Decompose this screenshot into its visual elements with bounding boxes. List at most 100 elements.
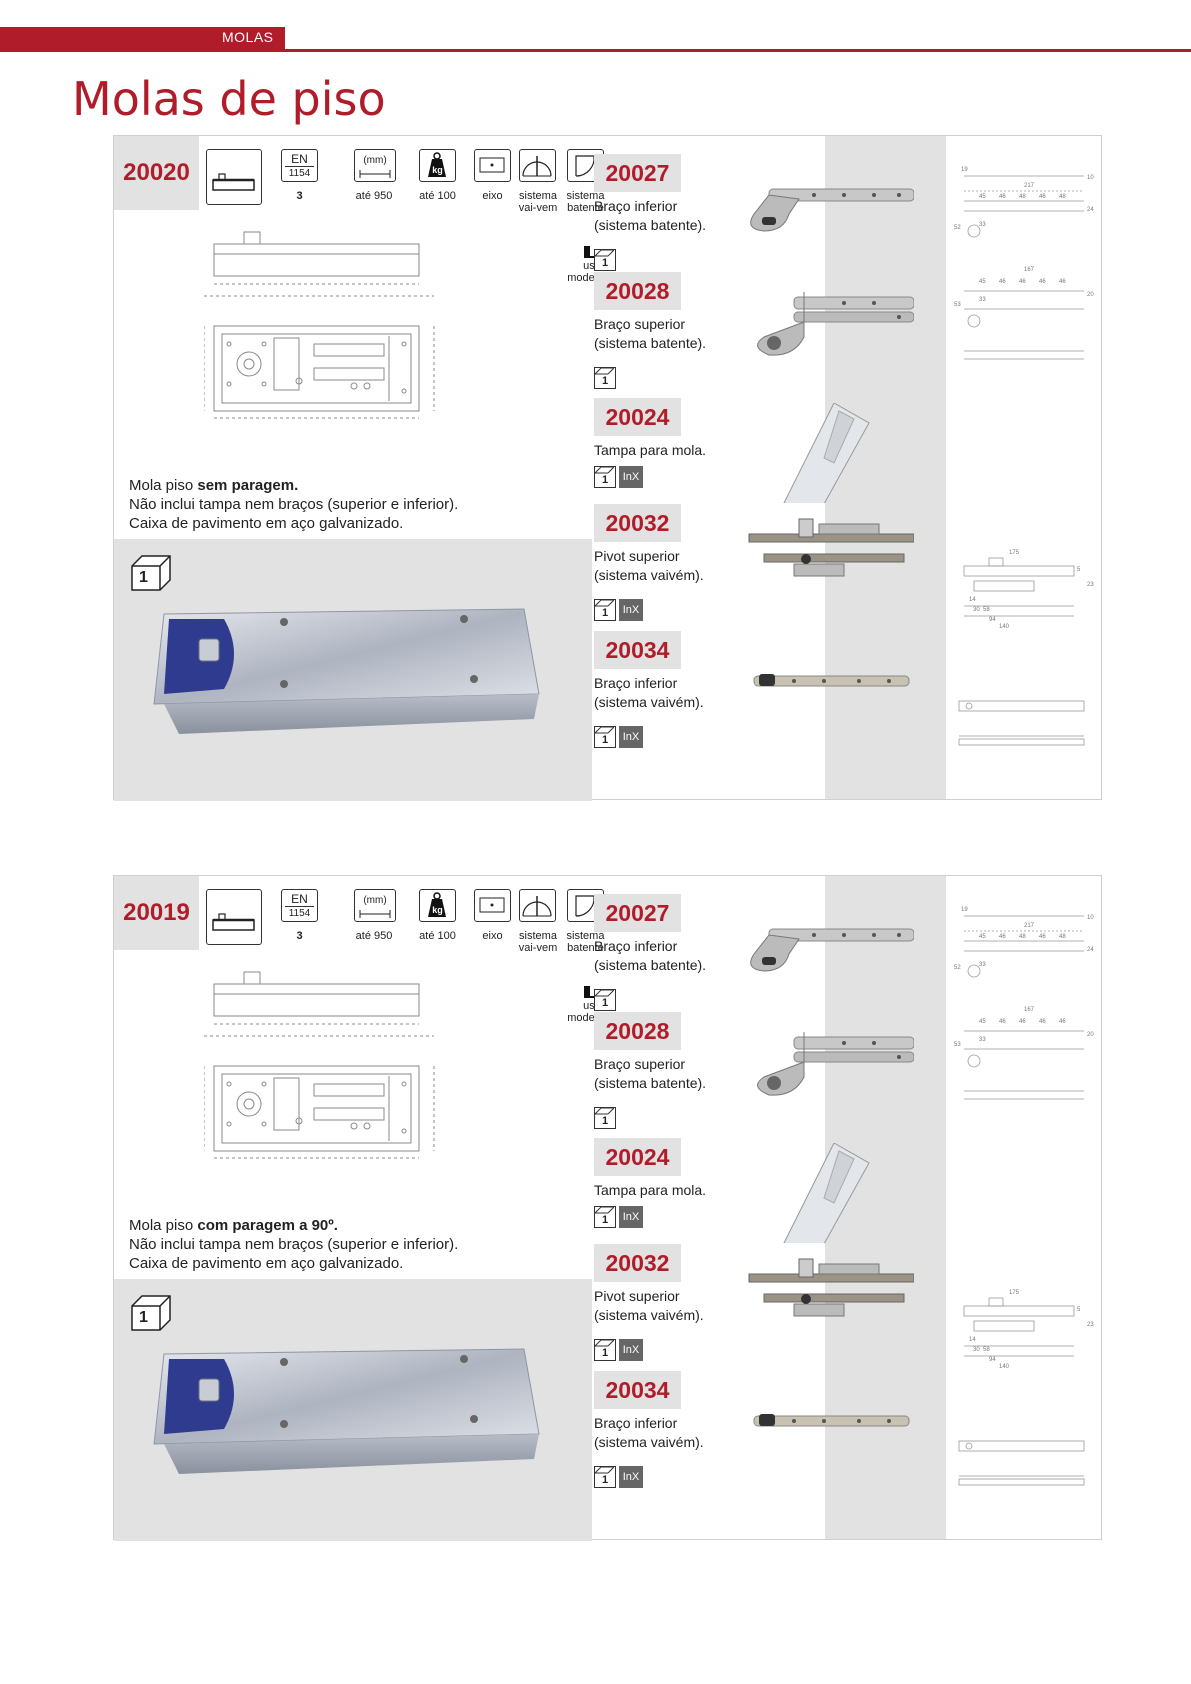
accessory-description: Braço inferior (sistema batente). <box>594 937 744 975</box>
dim-45: 45 <box>979 934 986 940</box>
dim-140: 140 <box>999 1364 1010 1370</box>
dim-140: 140 <box>999 624 1010 630</box>
en-standard-icon: EN 1154 <box>281 889 318 922</box>
package-qty-value: 1 <box>601 734 609 746</box>
package-qty-value: 1 <box>601 997 609 1009</box>
dim-175: 175 <box>1009 1290 1020 1296</box>
dim-46c: 46 <box>999 1019 1006 1025</box>
accessory-code: 20024 <box>594 1138 681 1176</box>
dim-48b: 48 <box>1059 934 1066 940</box>
weight-icon: kg <box>419 149 456 182</box>
dim-5: 5 <box>1077 567 1081 573</box>
tech-drawing-arm-upper: 167 45 46 46 46 46 53 33 20 <box>954 1007 1094 1100</box>
accessory-item: 20032 Pivot superior (sistema vaivém). 1… <box>594 504 914 634</box>
mm-label: (mm) <box>363 155 387 166</box>
package-qty-value: 1 <box>601 257 609 269</box>
tech-drawing-pivot: 175 14 30 58 94 140 5 23 <box>963 550 1094 630</box>
en-label: EN <box>291 892 308 906</box>
accessory-desc-line-2: (sistema batente). <box>594 217 707 233</box>
accessory-tags: 1 <box>594 367 616 389</box>
dim-46d: 46 <box>1019 1019 1026 1025</box>
spec-swing: sistema vai-vem <box>518 190 558 214</box>
dim-5: 5 <box>1077 1307 1081 1313</box>
accessory-desc-line-1: Pivot superior <box>594 548 680 564</box>
accessory-desc-line-2: (sistema batente). <box>594 1075 707 1091</box>
accessory-code: 20034 <box>594 1371 681 1409</box>
dim-33: 33 <box>979 962 986 968</box>
accessory-tags: 1 InX <box>594 1466 643 1488</box>
stainless-steel-badge: InX <box>619 1339 643 1361</box>
product-photo-area: 1 <box>114 1279 592 1541</box>
accessory-code: 20034 <box>594 631 681 669</box>
dim-30: 30 <box>973 607 980 613</box>
floor-spring-pictogram <box>206 149 262 205</box>
accessory-desc-line-2: (sistema vaivém). <box>594 1434 704 1450</box>
product-panel: 20020 EN 1154 3 (mm) até 950 <box>113 135 1102 801</box>
accessory-item: 20027 Braço inferior (sistema batente). … <box>594 154 914 284</box>
dim-45: 45 <box>979 194 986 200</box>
package-quantity-badge: 1 <box>594 599 616 621</box>
accessory-image <box>783 1143 870 1243</box>
swing-door-icon <box>519 149 556 182</box>
dim-48a: 48 <box>1019 194 1026 200</box>
accessory-tags: 1 InX <box>594 466 643 488</box>
accessory-desc-line-1: Braço superior <box>594 1056 686 1072</box>
accessory-image <box>750 188 914 232</box>
dim-24: 24 <box>1087 207 1094 213</box>
accessory-code: 20024 <box>594 398 681 436</box>
accessory-desc-line-2: (sistema batente). <box>594 957 707 973</box>
dim-45b: 45 <box>979 1019 986 1025</box>
accessory-description: Braço inferior (sistema vaivém). <box>594 674 744 712</box>
dim-58: 58 <box>983 607 990 613</box>
accessory-item: 20027 Braço inferior (sistema batente). … <box>594 894 914 1024</box>
dim-46f: 46 <box>1059 279 1066 285</box>
floor-spring-pictogram <box>206 889 262 945</box>
dim-217: 217 <box>1024 183 1035 189</box>
dim-53: 53 <box>954 1042 961 1048</box>
product-code: 20019 <box>114 876 199 950</box>
accessory-image <box>753 674 910 687</box>
usage-bar-icon <box>584 246 600 258</box>
accessory-code: 20028 <box>594 1012 681 1050</box>
dim-46d: 46 <box>1019 279 1026 285</box>
desc-line-2: Não inclui tampa nem braços (superior e … <box>129 496 459 513</box>
dim-46b: 46 <box>1039 194 1046 200</box>
product-photo-area: 1 <box>114 539 592 801</box>
dim-217: 217 <box>1024 923 1035 929</box>
accessory-code: 20032 <box>594 1244 681 1282</box>
dim-53: 53 <box>954 302 961 308</box>
package-qty-value: 1 <box>601 375 609 387</box>
package-quantity-icon: 1 <box>129 1292 173 1332</box>
package-quantity-badge: 1 <box>594 1466 616 1488</box>
accessory-image <box>783 403 870 503</box>
accessory-code: 20027 <box>594 154 681 192</box>
accessory-image <box>748 518 914 577</box>
package-qty-value: 1 <box>601 1347 609 1359</box>
dim-46a: 46 <box>999 194 1006 200</box>
accessory-image <box>750 928 914 972</box>
dim-30: 30 <box>973 1347 980 1353</box>
package-qty: 1 <box>139 1309 148 1326</box>
package-qty: 1 <box>139 569 148 586</box>
technical-drawing-column <box>945 876 1101 1539</box>
en-number: 1154 <box>288 168 311 179</box>
dim-33b: 33 <box>979 1037 986 1043</box>
stainless-steel-badge: InX <box>619 1206 643 1228</box>
technical-drawing-column <box>945 136 1101 799</box>
en-label: EN <box>291 152 308 166</box>
dim-46e: 46 <box>1039 1019 1046 1025</box>
accessory-item: 20034 Braço inferior (sistema vaivém). 1… <box>594 631 910 761</box>
dim-46a: 46 <box>999 934 1006 940</box>
spec-width: até 950 <box>355 190 393 202</box>
tech-drawing-arm-swing <box>958 1440 1085 1486</box>
en-standard-icon: EN 1154 <box>281 149 318 182</box>
spec-width: até 950 <box>355 930 393 942</box>
accessory-item: 20034 Braço inferior (sistema vaivém). 1… <box>594 1371 910 1501</box>
accessory-description: Braço inferior (sistema vaivém). <box>594 1414 744 1452</box>
dim-20: 20 <box>1087 1032 1094 1038</box>
tech-drawing-arm-upper: 167 45 46 46 46 46 53 33 20 <box>954 267 1094 360</box>
dim-46f: 46 <box>1059 1019 1066 1025</box>
package-quantity-icon: 1 <box>129 552 173 592</box>
package-quantity-badge: 1 <box>594 1107 616 1129</box>
accessory-desc-line-1: Pivot superior <box>594 1288 680 1304</box>
